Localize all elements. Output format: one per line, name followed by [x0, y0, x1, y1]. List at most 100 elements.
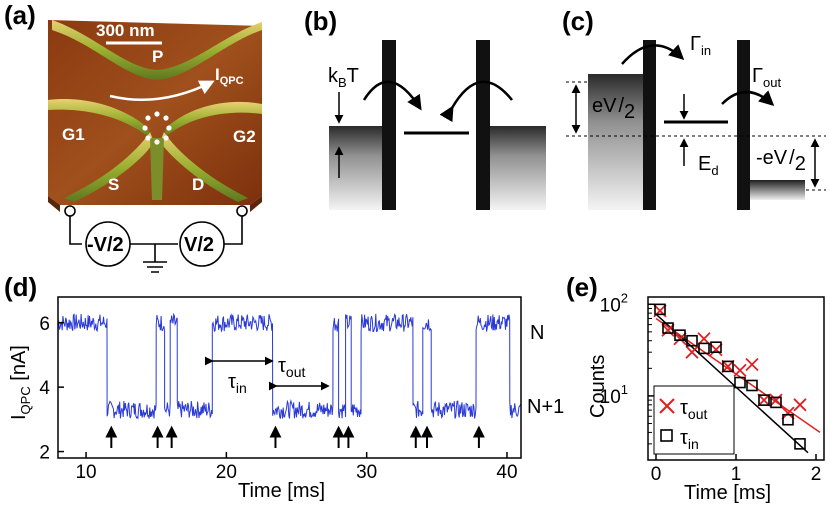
source-fermi-sea [588, 74, 643, 210]
afm-left-edge [48, 196, 60, 212]
point-tau-in [698, 342, 710, 355]
plot-d-xtick-label: 10 [75, 462, 96, 483]
panel-a: (a) 300 nm IQPC P G1 G2 S D [4, 0, 262, 273]
plot-d-event-arrows [105, 425, 485, 448]
point-tau-in [710, 341, 722, 354]
plot-d-xtick-label: 40 [496, 462, 517, 483]
legend-label-tau-in: τin [680, 427, 699, 452]
point-tau-in [746, 379, 758, 392]
afm-right-edge [250, 196, 262, 212]
point-tau-out [709, 342, 723, 357]
plot-d-xtick-label: 20 [216, 462, 237, 483]
barrier-source [643, 40, 656, 210]
fit-line [655, 317, 821, 434]
tunnel-arrow-right [439, 80, 513, 123]
panel-d-label: (d) [4, 272, 37, 302]
point-tau-out [793, 398, 807, 412]
point-tau-in [794, 438, 806, 450]
gamma-out-label: Γout [752, 65, 781, 90]
Ed-label: Ed [698, 153, 719, 178]
legend-marker-x [659, 398, 675, 414]
plot-d-ytick-label: 2 [39, 443, 50, 464]
plot-e-xtick-label: 1 [731, 464, 742, 485]
plot-e-legend-box [653, 385, 735, 455]
level-N1-label: N+1 [527, 396, 564, 418]
point-tau-in [782, 413, 794, 426]
source-voltage-left: -V/2 [87, 234, 124, 256]
point-tau-out [661, 323, 675, 337]
left-lead-fermi-sea [329, 126, 382, 210]
point-tau-in [770, 396, 782, 409]
point-tau-out [769, 393, 783, 407]
current-label: IQPC [215, 65, 244, 87]
tau-out-label: τout [278, 355, 305, 380]
plot-e-xtick-label: 2 [811, 464, 822, 485]
plot-e-points [653, 303, 807, 450]
panel-c: (c) eV/2 -eV/2 Ed Γin Γou [562, 6, 826, 210]
source-label: S [108, 175, 119, 194]
point-tau-out [673, 332, 687, 346]
panel-e-label: (e) [566, 272, 598, 302]
gate-g1-ridge [48, 99, 150, 138]
scalebar-label: 300 nm [96, 21, 155, 40]
eV-neg-label: -eV/2 [756, 147, 806, 175]
plot-e-xlabel: Time [ms] [684, 482, 771, 504]
point-tau-out [721, 359, 735, 374]
point-tau-in [686, 334, 698, 347]
legend-entry-tau-out: τout [659, 397, 707, 422]
gate-g2-label: G2 [233, 127, 256, 146]
gamma-out-arrow [721, 90, 775, 107]
gate-v-left [64, 132, 154, 202]
right-lead-fermi-sea [490, 126, 546, 210]
point-tau-in [674, 329, 686, 341]
plot-e-ytick-label: 102 [600, 290, 628, 316]
plot-d-ytick-label: 6 [39, 314, 50, 335]
level-N-label: N [530, 322, 544, 344]
point-tau-in [734, 376, 746, 389]
plot-e-xtick-label: 0 [651, 464, 662, 485]
barrier-drain [737, 40, 750, 210]
legend-marker-square [660, 429, 673, 442]
point-tau-out [685, 345, 699, 359]
panel-c-label: (c) [562, 6, 594, 36]
legend-label-tau-out: τout [680, 397, 707, 422]
eV-pos-label: eV/2 [592, 95, 635, 123]
gate-g2-ridge [164, 101, 262, 138]
plot-d-xlabel: Time [ms] [238, 480, 325, 502]
source-voltage-right: V/2 [184, 234, 214, 256]
legend-entry-tau-in: τin [660, 427, 699, 452]
plot-d-frame [57, 296, 522, 459]
plot-e-ylabel: Counts [587, 355, 609, 418]
plot-d-ylabel: IQPC [nA] [8, 345, 33, 420]
barrier-right [476, 40, 490, 210]
point-tau-in [662, 322, 674, 334]
gate-center-finger [150, 138, 164, 200]
gate-p-ridge [52, 20, 262, 80]
panel-b: (b) kBT [304, 6, 546, 210]
barrier-left [382, 40, 396, 210]
point-tau-out [733, 363, 747, 378]
gate-v-right [160, 132, 248, 202]
gamma-in-arrow [621, 44, 685, 65]
kT-label: kBT [328, 65, 359, 90]
panel-a-label: (a) [4, 0, 36, 30]
point-tau-out [745, 357, 759, 372]
current-arrow [109, 80, 215, 101]
drain-fermi-sea [750, 180, 805, 200]
trace-d [58, 312, 521, 420]
plot-d-xtick-label: 30 [356, 462, 377, 483]
tunnel-arrow-left [362, 80, 422, 111]
point-tau-in [654, 303, 666, 316]
point-tau-in [722, 360, 734, 373]
point-tau-in [758, 394, 770, 406]
tau-in-label: τin [228, 371, 247, 396]
panel-b-label: (b) [304, 6, 337, 36]
bias-circuit [64, 205, 248, 273]
quantum-dot-ring [142, 111, 172, 145]
gamma-in-label: Γin [690, 33, 711, 58]
